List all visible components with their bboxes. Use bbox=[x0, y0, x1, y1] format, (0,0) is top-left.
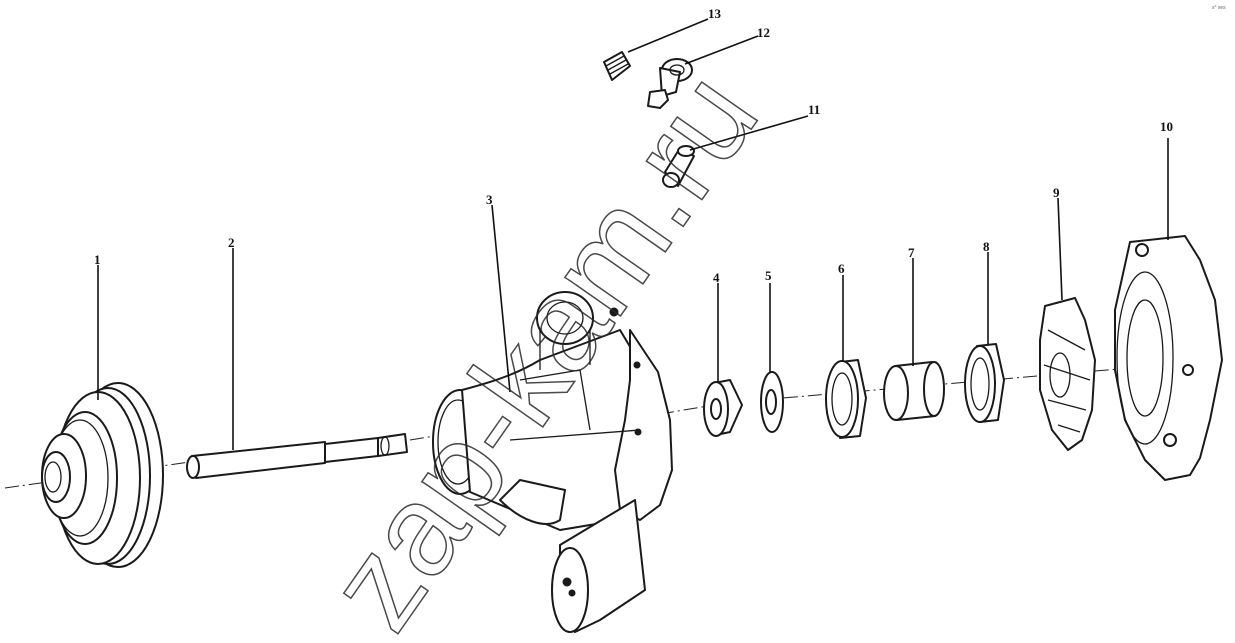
bearing-part-8 bbox=[964, 343, 1005, 423]
pump-housing-part-3 bbox=[432, 291, 673, 633]
callout-7: 7 bbox=[908, 245, 915, 260]
corner-note: s° ses bbox=[1212, 5, 1226, 11]
pulley-part-1 bbox=[41, 382, 164, 568]
bearing-part-6 bbox=[825, 359, 867, 439]
leader-lines bbox=[97, 18, 1169, 450]
callout-3: 3 bbox=[486, 192, 493, 207]
impeller-part-9 bbox=[1039, 297, 1096, 451]
callout-10: 10 bbox=[1160, 119, 1173, 134]
spacer-part-7 bbox=[883, 361, 945, 421]
callout-4: 4 bbox=[713, 270, 720, 285]
callout-13: 13 bbox=[708, 6, 721, 21]
washer-part-5 bbox=[760, 371, 784, 433]
callout-11: 11 bbox=[808, 102, 821, 117]
fitting-part-12 bbox=[647, 58, 693, 109]
seal-part-4 bbox=[703, 379, 743, 437]
callout-9: 9 bbox=[1053, 185, 1060, 200]
plug-part-11 bbox=[662, 145, 695, 188]
shaft-part-2 bbox=[186, 433, 408, 479]
screw-part-13 bbox=[603, 51, 631, 81]
callout-1: 1 bbox=[94, 252, 101, 267]
callout-12: 12 bbox=[757, 25, 770, 40]
cover-part-10 bbox=[1114, 235, 1223, 481]
callout-6: 6 bbox=[838, 261, 845, 276]
callout-8: 8 bbox=[983, 239, 990, 254]
callout-2: 2 bbox=[228, 235, 235, 250]
callout-5: 5 bbox=[765, 268, 772, 283]
